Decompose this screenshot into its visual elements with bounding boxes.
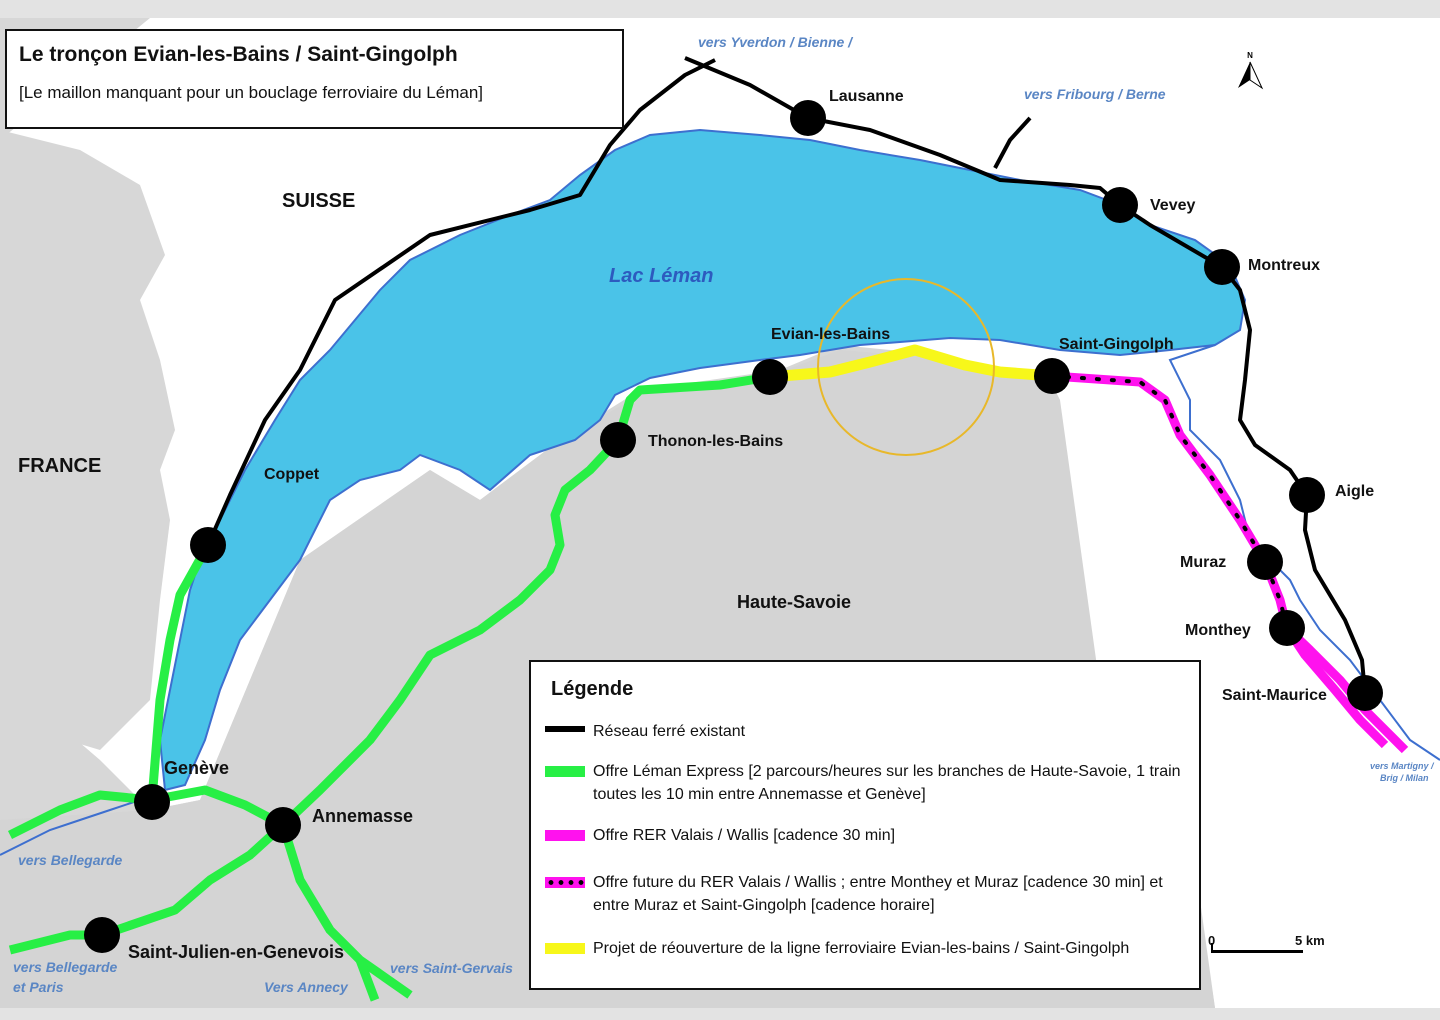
label-geneve: Genève: [164, 758, 229, 778]
map-title: Le tronçon Evian-les-Bains / Saint-Gingo…: [19, 43, 458, 66]
station-aigle[interactable]: [1289, 477, 1325, 513]
future-rer-valais-line: [1050, 371, 1292, 630]
station-annemasse[interactable]: [265, 807, 301, 843]
station-coppet[interactable]: [190, 527, 226, 563]
dir-bellegarde: vers Bellegarde: [18, 852, 122, 868]
label-saint-julien: Saint-Julien-en-Genevois: [128, 942, 344, 962]
station-vevey[interactable]: [1102, 187, 1138, 223]
dir-annecy: Vers Annecy: [264, 979, 349, 995]
label-muraz: Muraz: [1180, 554, 1226, 571]
dir-martigny-2: Brig / Milan: [1380, 773, 1429, 783]
lake-label: Lac Léman: [609, 265, 713, 287]
swatch-rer-valais: [545, 830, 585, 841]
scale-line: [1211, 950, 1303, 953]
region-haute-savoie: Haute-Savoie: [737, 592, 851, 612]
dir-bellegarde-paris-1: vers Bellegarde: [13, 959, 117, 975]
station-geneve[interactable]: [134, 784, 170, 820]
label-coppet: Coppet: [264, 466, 320, 483]
label-aigle: Aigle: [1335, 483, 1374, 500]
stations: [84, 100, 1383, 953]
station-monthey[interactable]: [1269, 610, 1305, 646]
station-saint-gingolph[interactable]: [1034, 358, 1070, 394]
legend-text-reopening: Projet de réouverture de la ligne ferrov…: [593, 940, 1130, 957]
dir-yverdon: vers Yverdon / Bienne /: [698, 34, 854, 50]
title-box: Le tronçon Evian-les-Bains / Saint-Gingo…: [5, 29, 624, 129]
legend-text-future-rer: Offre future du RER Valais / Wallis ; en…: [593, 874, 1163, 914]
label-vevey: Vevey: [1150, 197, 1195, 214]
label-saint-gingolph: Saint-Gingolph: [1059, 336, 1174, 353]
legend-box: Légende Réseau ferré existant Offre Léma…: [529, 660, 1201, 990]
region-suisse: SUISSE: [282, 190, 355, 212]
scale-five-label: 5 km: [1295, 933, 1325, 948]
leman-express-lines: [7, 372, 771, 1002]
map-subtitle: [Le maillon manquant pour un bouclage fe…: [19, 83, 484, 102]
swatch-leman-express: [545, 766, 585, 777]
scale-zero-label: 0: [1208, 933, 1216, 948]
reopening-project-line: [769, 344, 1053, 383]
label-thonon: Thonon-les-Bains: [648, 433, 783, 450]
swatch-future-rer-dots: [545, 877, 585, 888]
swatch-future-rer: [545, 877, 585, 888]
label-lausanne: Lausanne: [829, 88, 904, 105]
label-annemasse: Annemasse: [312, 806, 413, 826]
station-saint-maurice[interactable]: [1347, 675, 1383, 711]
dir-martigny-1: vers Martigny /: [1370, 761, 1435, 771]
dir-bellegarde-paris-2: et Paris: [13, 979, 64, 995]
swatch-existing-rail: [545, 726, 585, 732]
rer-valais-line: [1283, 624, 1409, 754]
swatch-reopening: [545, 943, 585, 954]
label-saint-maurice: Saint-Maurice: [1222, 687, 1327, 704]
label-evian: Evian-les-Bains: [771, 326, 890, 343]
scale-tick: [1211, 943, 1213, 953]
region-france: FRANCE: [18, 455, 101, 477]
legend-text-rer-valais: Offre RER Valais / Wallis [cadence 30 mi…: [593, 827, 896, 844]
label-montreux: Montreux: [1248, 257, 1320, 274]
station-lausanne[interactable]: [790, 100, 826, 136]
legend-text-leman-express: Offre Léman Express [2 parcours/heures s…: [593, 763, 1181, 803]
dir-fribourg: vers Fribourg / Berne: [1024, 86, 1166, 102]
france-west-land: [0, 130, 175, 750]
station-saint-julien[interactable]: [84, 917, 120, 953]
highlight-circle: [817, 278, 995, 456]
north-arrow-icon: N: [1238, 51, 1264, 90]
dir-saint-gervais: vers Saint-Gervais: [390, 960, 513, 976]
label-monthey: Monthey: [1185, 622, 1251, 639]
bottom-strip: [0, 1008, 1440, 1020]
legend-text-existing-rail: Réseau ferré existant: [593, 723, 746, 740]
station-evian[interactable]: [752, 359, 788, 395]
station-thonon[interactable]: [600, 422, 636, 458]
north-label: N: [1247, 51, 1253, 60]
station-montreux[interactable]: [1204, 249, 1240, 285]
scale-bar: 0 5 km: [1205, 928, 1325, 958]
station-muraz[interactable]: [1247, 544, 1283, 580]
legend-title: Légende: [551, 678, 634, 700]
